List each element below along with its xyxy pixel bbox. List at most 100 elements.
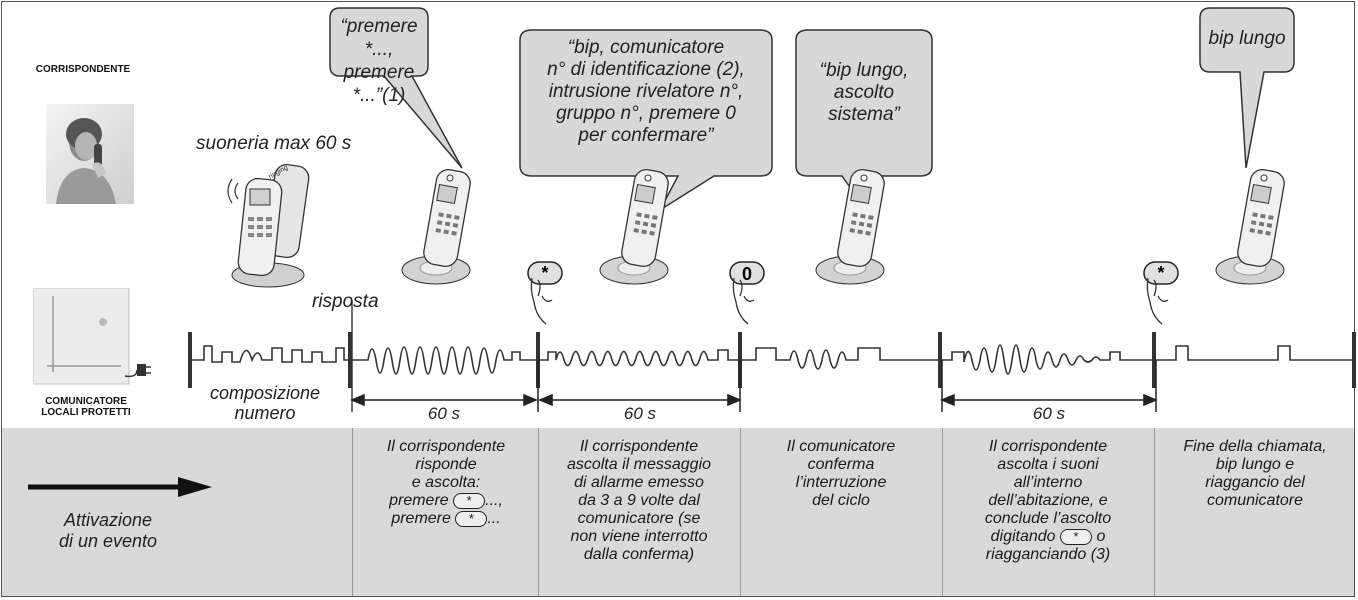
composizione-line2: numero [234, 403, 296, 423]
activation-label: Attivazione di un evento [28, 510, 188, 552]
step-3-description: Il comunicatore conferma l’interruzione … [742, 438, 940, 510]
suoneria-label: suoneria max 60 s [196, 133, 352, 154]
step-1-key-line2-after: ... [487, 510, 501, 527]
step-1-key-line1-after: ..., [485, 492, 503, 509]
composizione-line1: composizione [209, 383, 321, 403]
bubble-2-line2: n° di identificazione (2), [547, 59, 745, 80]
comunicatore-label: COMUNICATORE LOCALI PROTETTI [10, 396, 162, 418]
phone-2 [599, 169, 669, 285]
keypress-2-label: 0 [742, 264, 752, 284]
step-separator [942, 428, 943, 596]
step-4-post-line1: riagganciando (3) [985, 546, 1111, 563]
step-4-line2: ascolta i suoni [997, 456, 1099, 473]
step-separator [1154, 428, 1155, 596]
duration-2: 60 s [623, 404, 657, 423]
step-3-line4: del ciclo [812, 492, 870, 509]
activation-line1: Attivazione [63, 510, 153, 530]
step-1-key-line1-before: premere [389, 492, 449, 509]
duration-1: 60 s [427, 404, 461, 423]
step-1-key-line2: premere *... [356, 510, 536, 528]
phone-3 [815, 169, 885, 285]
step-4-line5: conclude l’ascolto [984, 510, 1112, 527]
comunicatore-line1: COMUNICATORE [45, 396, 127, 407]
activation-line2: di un evento [58, 531, 158, 551]
step-separator [538, 428, 539, 596]
step-2-line4: da 3 a 9 volte dal [578, 492, 700, 509]
keypress-2: 0 [729, 261, 765, 325]
bubble-1-line1: “premere *..., [340, 16, 418, 60]
step-2-line5: comunicatore (se [577, 510, 701, 527]
step-3-line3: l’interruzione [795, 474, 887, 491]
step-2-description: Il corrispondente ascolta il messaggio d… [540, 438, 738, 564]
step-5-description: Fine della chiamata, bip lungo e riaggan… [1156, 438, 1354, 510]
star-key-icon: * [455, 510, 488, 527]
phone-1 [401, 169, 471, 285]
step-4-line1: Il corrispondente [988, 438, 1108, 455]
bubble-2-line1: “bip, comunicatore [567, 37, 725, 58]
bubble-2-line5: per confermare” [578, 125, 714, 146]
timeline-graphics: ringing [188, 7, 1356, 412]
risposta-label: risposta [312, 291, 379, 312]
speech-bubble-2 [519, 29, 773, 213]
bubble-3-line3: sistema” [828, 104, 900, 125]
phone-4 [1215, 169, 1285, 285]
speech-bubble-4 [1199, 7, 1295, 169]
step-1-line1: Il corrispondente [386, 438, 506, 455]
step-2-line2: ascolta il messaggio [566, 456, 712, 473]
composizione-label: composizione numero [200, 383, 330, 423]
steps-band [2, 428, 1354, 596]
step-1-key-line2-before: premere [391, 510, 451, 527]
speech-bubble-3 [795, 29, 933, 212]
bubble-3-line2: ascolto [833, 82, 895, 103]
bubble-2-line4: gruppo n°, premere 0 [556, 103, 736, 124]
bubble-4-line1: bip lungo [1208, 28, 1286, 49]
keypress-1: * [527, 261, 563, 325]
step-5-line1: Fine della chiamata, [1183, 438, 1327, 455]
duration-arrows [350, 360, 1158, 412]
star-key-icon: * [453, 492, 486, 509]
step-1-key-line1: premere *..., [356, 492, 536, 510]
bubble-4-text: bip lungo [1200, 28, 1294, 49]
step-2-line1: Il corrispondente [579, 438, 699, 455]
step-2-line3: di allarme emesso [574, 474, 704, 491]
step-separator [352, 428, 353, 596]
bubble-3-line1: “bip lungo, [819, 60, 909, 81]
speech-bubble-1 [329, 7, 463, 169]
step-3-line2: conferma [807, 456, 875, 473]
bubble-2-text: “bip, comunicatore n° di identificazione… [520, 37, 772, 147]
comunicatore-line2: LOCALI PROTETTI [41, 407, 131, 418]
step-5-line3: riaggancio del [1205, 474, 1305, 491]
step-4-line3: all’interno [1013, 474, 1083, 491]
step-2-line7: dalla conferma) [583, 546, 695, 563]
bubble-2-line3: intrusione rivelatore n°, [548, 81, 744, 102]
duration-3: 60 s [1032, 404, 1066, 423]
keypress-3: * [1143, 261, 1179, 325]
bubble-1-line2: premere *...”(1) [343, 62, 415, 106]
step-4-key-line1: digitando * o [944, 528, 1152, 546]
corrispondente-label: CORRISPONDENTE [35, 64, 131, 75]
step-2-line6: non viene interrotto [570, 528, 708, 545]
step-5-line2: bip lungo e [1215, 456, 1295, 473]
keypress-3-label: * [1157, 263, 1164, 283]
step-1-description: Il corrispondente risponde e ascolta: pr… [356, 438, 536, 528]
waveform [188, 332, 1356, 388]
correspondent-photo [46, 104, 134, 204]
keypress-1-label: * [541, 263, 548, 283]
step-4-line4: dell’abitazione, e [988, 492, 1108, 509]
step-separator [740, 428, 741, 596]
step-4-key-line1-after: o [1096, 528, 1106, 545]
bubble-3-text: “bip lungo, ascolto sistema” [796, 60, 932, 126]
step-4-key-line1-before: digitando [990, 528, 1056, 545]
bubble-1-text: “premere *..., premere *...”(1) [330, 15, 428, 107]
step-3-line1: Il comunicatore [786, 438, 896, 455]
activation-arrow [28, 477, 212, 497]
step-5-line4: comunicatore [1206, 492, 1304, 509]
step-1-line3: e ascolta: [411, 474, 481, 491]
star-key-icon: * [1060, 528, 1093, 545]
step-1-line2: risponde [415, 456, 477, 473]
communicator-device [33, 288, 151, 385]
ringing-phones: ringing [227, 163, 310, 288]
step-4-description: Il corrispondente ascolta i suoni all’in… [944, 438, 1152, 564]
